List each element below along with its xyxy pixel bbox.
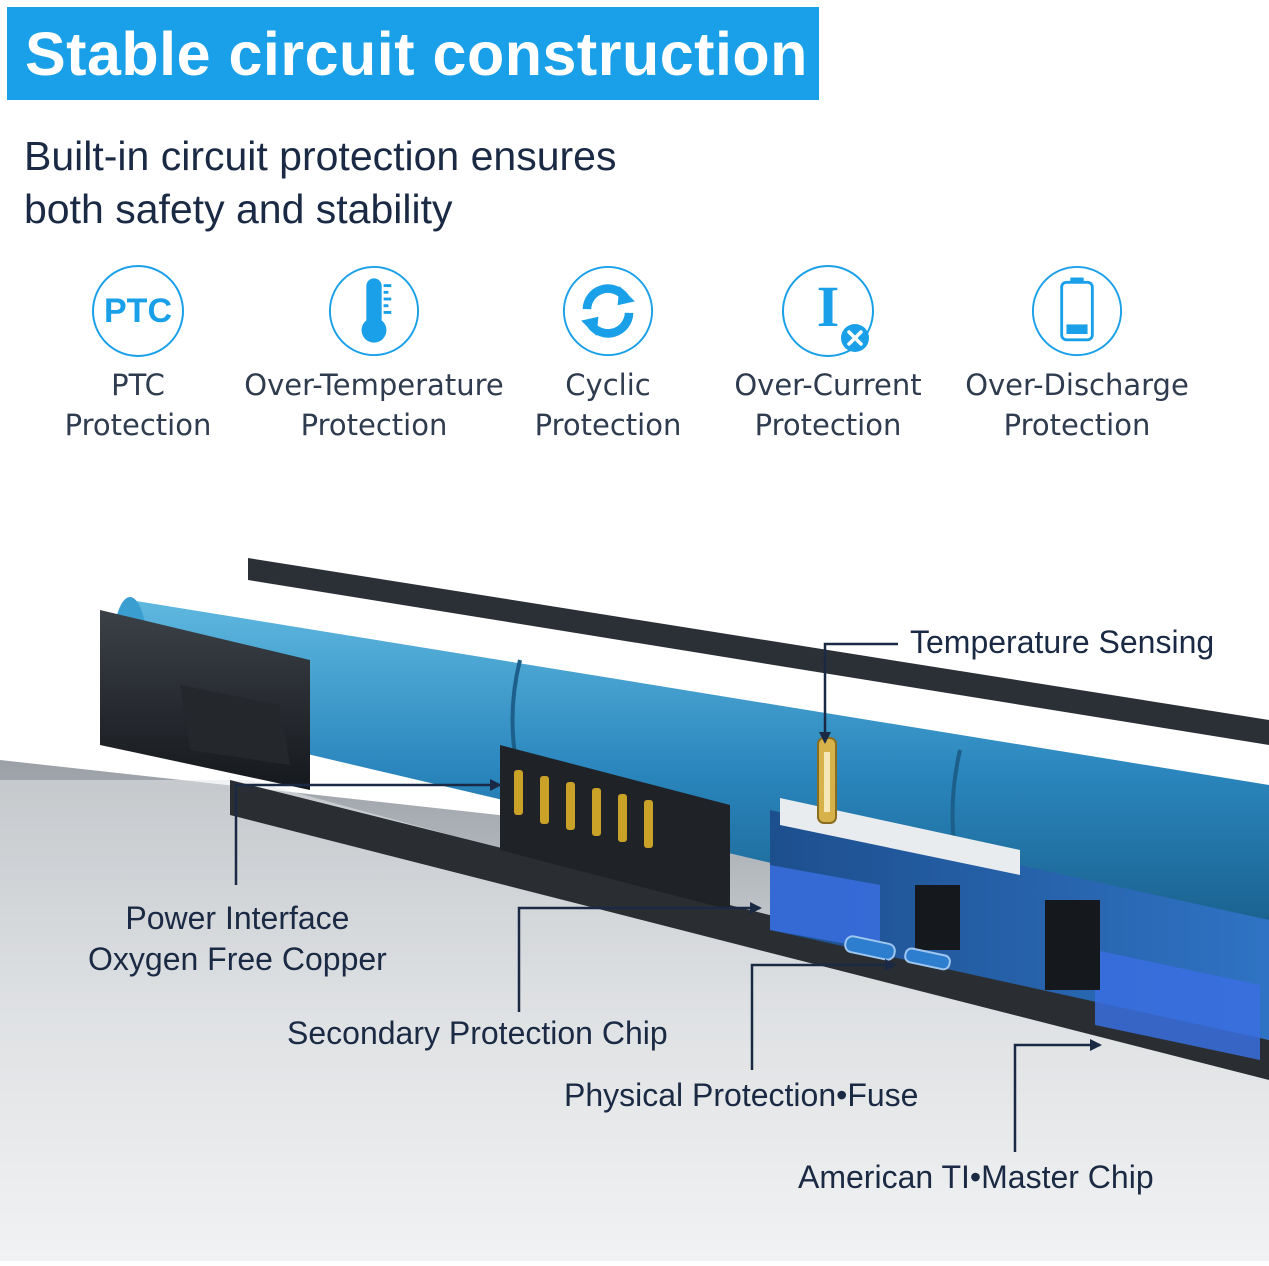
feature-over-current: I Over-Current Protection [698,265,958,445]
current-icon: I [782,265,874,357]
feature-over-temperature: Over-Temperature Protection [244,265,504,445]
feature-label-line-1: Over-Temperature [244,368,504,402]
title-banner: Stable circuit construction [7,7,819,100]
feature-label-line-1: Cyclic [565,368,651,402]
feature-label: PTC Protection [8,365,268,445]
ptc-icon-text: PTC [104,291,172,330]
subtitle-line-1: Built-in circuit protection ensures [24,133,617,179]
callout-power-interface-line-2: Oxygen Free Copper [88,941,387,977]
subtitle-line-2: both safety and stability [24,186,453,232]
feature-label-line-2: Protection [534,408,682,442]
feature-label-line-1: Over-Discharge [965,368,1189,402]
feature-cyclic: Cyclic Protection [478,265,738,445]
page-title: Stable circuit construction [25,19,808,88]
battery-pack-image [0,558,1269,1261]
feature-label-line-1: Over-Current [734,368,922,402]
feature-label-line-2: Protection [64,408,212,442]
battery-illustration: Temperature Sensing Power Interface Oxyg… [0,480,1269,1261]
feature-ptc: PTC PTC Protection [8,265,268,445]
callout-master-chip: American TI•Master Chip [798,1159,1154,1195]
cycle-arrows-icon [562,265,654,357]
callout-power-interface: Power Interface Oxygen Free Copper [88,898,387,980]
feature-label-line-2: Protection [1003,408,1151,442]
callout-secondary-protection-chip: Secondary Protection Chip [287,1015,668,1051]
current-icon-text: I [816,274,840,339]
feature-over-discharge: Over-Discharge Protection [947,265,1207,445]
callout-temperature-sensing: Temperature Sensing [910,624,1215,660]
thermometer-icon [328,265,420,357]
close-icon [841,324,869,352]
feature-label-line-2: Protection [754,408,902,442]
feature-label: Over-Discharge Protection [947,365,1207,445]
feature-label: Over-Temperature Protection [244,365,504,445]
battery-icon [1031,265,1123,357]
feature-label-line-1: PTC [111,368,165,402]
callout-physical-protection-fuse: Physical Protection•Fuse [564,1077,919,1113]
ptc-icon: PTC [92,265,184,357]
subtitle: Built-in circuit protection ensures both… [24,130,784,236]
feature-label: Cyclic Protection [478,365,738,445]
feature-label: Over-Current Protection [698,365,958,445]
feature-label-line-2: Protection [300,408,448,442]
callout-power-interface-line-1: Power Interface [125,900,350,936]
